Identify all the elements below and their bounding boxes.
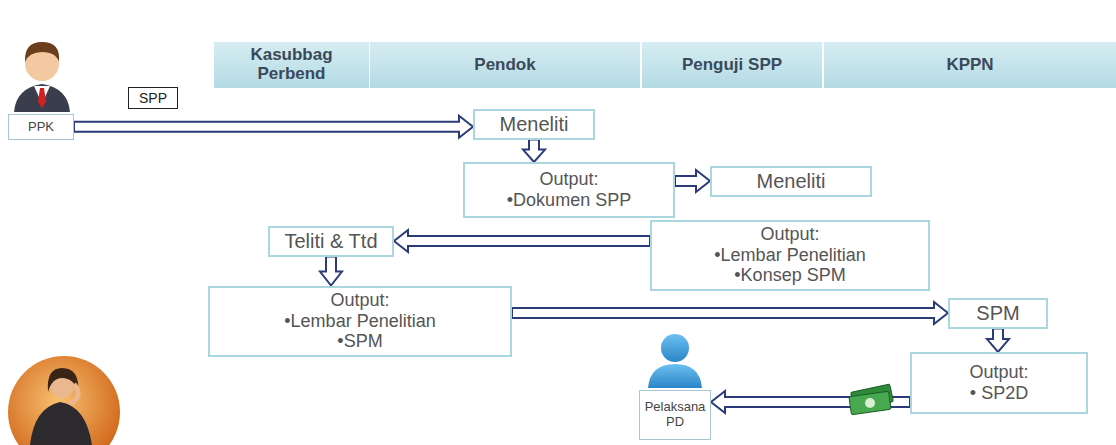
text-group: KPPN [946,56,993,75]
actor-label: PPK [8,114,74,140]
text-group: Output:• SP2D [969,362,1028,403]
node-text: SPM [976,302,1019,325]
hair [25,42,59,62]
node-text-line: •Lembar Penelitian [284,311,435,332]
node-text: KPPN [946,56,993,75]
banknote-seal [865,398,875,408]
text-group: SPP [139,90,167,106]
body [648,364,702,388]
node-text-line: •Konsep SPM [714,265,865,286]
woman-illustration [8,356,120,445]
node-text: SPP [139,90,167,106]
flow-arrow [394,230,650,252]
process-box: Teliti & Ttd [268,226,394,257]
text-group: Output:•Lembar Penelitian•SPM [284,290,435,352]
flow-arrow [320,257,342,286]
text-group: Penguji SPP [682,56,782,75]
text-group: Pelaksana PD [643,400,707,430]
column-header: Pendok [370,42,640,88]
flow-arrow [987,329,1009,353]
flow-arrow [74,116,473,138]
process-box: SPM [948,298,1048,329]
banknote [849,391,891,414]
node-text-line: •Dokumen SPP [507,190,631,211]
arrow-shape [320,257,342,286]
document-box: SPP [128,87,178,109]
actor-label: Pelaksana PD [639,390,711,440]
node-text-line: • SP2D [969,383,1028,404]
output-box: Output:•Dokumen SPP [463,162,675,218]
process-box: Meneliti [473,109,595,140]
suit [14,84,70,112]
money-icon [849,384,893,415]
businessman-icon [14,42,70,112]
text-group: SPM [976,302,1019,325]
text-group: Meneliti [500,113,569,136]
output-box: Output:•Lembar Penelitian•SPM [208,286,512,357]
node-text: Pelaksana PD [643,400,707,430]
node-text: Output: [969,362,1028,383]
hair [48,368,78,392]
node-text: Kasubbag Perbend [220,46,363,83]
column-header: Kasubbag Perbend [214,42,369,88]
flow-arrow [512,302,948,324]
text-group: Pendok [474,56,535,75]
orange-circle [8,356,120,445]
body [30,402,92,445]
node-text: Output: [284,290,435,311]
column-header: Penguji SPP [642,42,822,88]
node-text: Output: [507,169,631,190]
flow-arrow [675,170,710,192]
flow-arrow [523,140,545,163]
output-box: Output:• SP2D [910,352,1088,414]
text-group: PPK [28,120,54,135]
arrow-shape [675,170,710,192]
node-text: Penguji SPP [682,56,782,75]
node-text: Meneliti [500,113,569,136]
arrow-shape [523,140,545,163]
person-icon [648,334,702,388]
text-group: Kasubbag Perbend [220,46,363,83]
text-group: Output:•Dokumen SPP [507,169,631,210]
node-text: Pendok [474,56,535,75]
column-header: KPPN [824,42,1116,88]
process-box: Meneliti [710,166,872,197]
output-box: Output:•Lembar Penelitian•Konsep SPM [650,220,930,291]
node-text: Output: [714,224,865,245]
node-text-line: •Lembar Penelitian [714,245,865,266]
arrow-shape [512,302,948,324]
arm [70,384,78,404]
text-group: Teliti & Ttd [285,230,378,253]
node-text: Teliti & Ttd [285,230,378,253]
head [661,334,689,362]
text-group: Output:•Lembar Penelitian•Konsep SPM [714,224,865,286]
arrow-shape [987,329,1009,353]
text-group: Meneliti [757,170,826,193]
arrow-shape [394,230,650,252]
tie [38,88,46,108]
node-text: PPK [28,120,54,135]
arrow-shape [74,116,473,138]
node-text: Meneliti [757,170,826,193]
node-text-line: •SPM [284,331,435,352]
